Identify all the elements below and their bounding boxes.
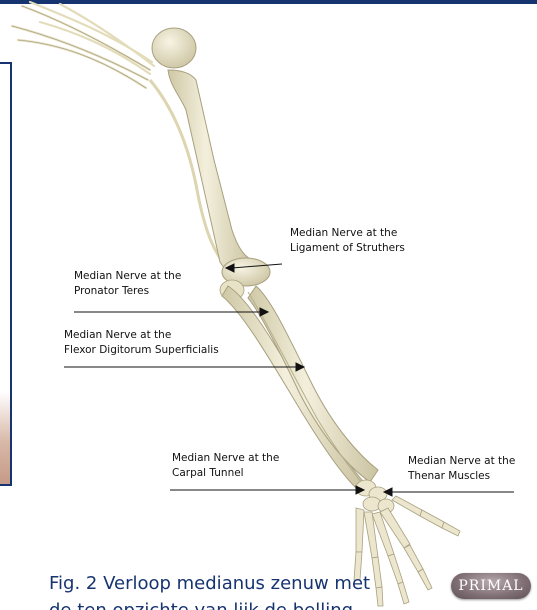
label-thenar-muscles: Median Nerve at the Thenar Muscles bbox=[408, 454, 515, 484]
label-pronator-teres: Median Nerve at the Pronator Teres bbox=[74, 269, 181, 299]
label-carpal-tunnel: Median Nerve at the Carpal Tunnel bbox=[172, 451, 279, 481]
figure-caption: Fig. 2 Verloop medianus zenuw met bbox=[49, 573, 370, 594]
label-ligament-of-struthers: Median Nerve at the Ligament of Struther… bbox=[290, 226, 405, 256]
humerus-bone bbox=[168, 70, 252, 280]
label-flexor-digitorum-superficialis: Median Nerve at the Flexor Digitorum Sup… bbox=[64, 328, 219, 358]
humeral-head bbox=[152, 28, 196, 68]
primal-logo: PRIMAL bbox=[451, 573, 531, 599]
figure-caption-second-line: de ten opzichte van lijk de belling bbox=[49, 600, 353, 610]
brachial-plexus-nerves bbox=[12, 2, 154, 88]
